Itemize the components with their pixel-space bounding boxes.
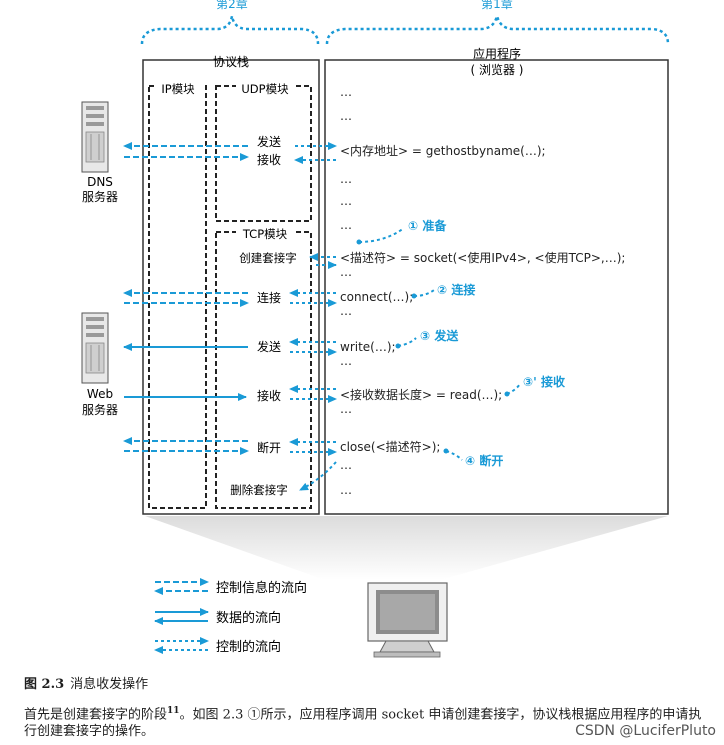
code-socket: <描述符> = socket(<使用IPv4>, <使用TCP>,…); — [340, 250, 625, 265]
chapter-1-label: 第1章 — [481, 0, 513, 11]
watermark: CSDN @LuciferPluto — [575, 723, 716, 739]
paragraph-before: 首先是创建套接字的阶段 — [24, 707, 168, 723]
code-ellipsis: … — [340, 218, 352, 232]
legend: 控制信息的流向 数据的流向 控制的流向 — [154, 578, 307, 655]
chapter-2-label: 第2章 — [216, 0, 248, 11]
ip-module-title: IP模块 — [161, 82, 195, 96]
udp-module-box — [215, 85, 312, 222]
application-title: 应用程序 — [473, 46, 521, 61]
legend-control-label: 控制的流向 — [216, 639, 281, 655]
code-ellipsis: … — [340, 172, 352, 186]
footnote-marker[interactable]: 11 — [167, 706, 180, 716]
label-delete-socket: 删除套接字 — [230, 483, 288, 497]
code-ellipsis: … — [340, 458, 352, 472]
figure-caption: 图 2.3 消息收发操作 — [24, 673, 148, 692]
step-2-label: ② 连接 — [437, 282, 475, 297]
arrow-app-to-delete — [299, 461, 337, 491]
tcp-module-box — [215, 231, 312, 509]
legend-control-info-label: 控制信息的流向 — [216, 580, 307, 596]
code-gethostbyname: <内存地址> = gethostbyname(…); — [340, 144, 546, 158]
protocol-stack-box — [142, 59, 320, 515]
code-ellipsis: … — [340, 194, 352, 208]
protocol-stack-title: 协议栈 — [213, 54, 249, 69]
code-connect: connect(…); — [340, 290, 413, 304]
code-ellipsis: … — [340, 304, 352, 318]
udp-module-title: UDP模块 — [241, 82, 289, 96]
step-4-label: ④ 断开 — [465, 453, 503, 468]
paragraph-after: 。如图 2.3 ①所示，应用程序调用 socket 申请创建套接字，协议栈根据应… — [24, 707, 702, 740]
step-3b-label: ③' 接收 — [523, 374, 565, 389]
chapter-2-brace — [140, 15, 320, 45]
code-close: close(<描述符>); — [340, 439, 440, 454]
body-paragraph: 首先是创建套接字的阶段11。如图 2.3 ①所示，应用程序调用 socket 申… — [24, 703, 714, 740]
label-recv: 接收 — [257, 388, 281, 403]
application-subtitle: ( 浏览器 ) — [471, 62, 524, 77]
code-ellipsis: … — [340, 483, 352, 497]
web-server-label: 服务器 — [82, 402, 118, 417]
step1-leader — [358, 227, 405, 243]
label-recv-udp: 接收 — [257, 152, 281, 167]
code-ellipsis: … — [340, 402, 352, 416]
label-create-socket: 创建套接字 — [239, 251, 297, 265]
monitor-icon — [367, 582, 448, 658]
label-disconnect: 断开 — [257, 440, 281, 455]
label-send: 发送 — [257, 339, 281, 354]
chapter-1-brace — [325, 15, 670, 45]
funnel-shadow — [145, 516, 668, 580]
code-read: <接收数据长度> = read(…); — [340, 387, 502, 402]
application-box — [324, 59, 669, 515]
code-ellipsis: … — [340, 109, 352, 123]
code-ellipsis: … — [340, 354, 352, 368]
tcp-module-title: TCP模块 — [242, 227, 288, 241]
dns-server-label: 服务器 — [82, 189, 118, 204]
code-write: write(…); — [340, 340, 396, 354]
legend-data-label: 数据的流向 — [216, 610, 281, 626]
label-send-udp: 发送 — [257, 134, 281, 149]
web-server-icon — [81, 312, 109, 384]
dns-server-label: DNS — [87, 175, 113, 189]
web-server-label: Web — [87, 387, 113, 401]
step-1-label: ① 准备 — [408, 218, 447, 233]
dns-server-icon — [81, 101, 109, 173]
code-ellipsis: … — [340, 265, 352, 279]
figure-title: 消息收发操作 — [70, 677, 149, 692]
code-ellipsis: … — [340, 85, 352, 99]
figure-number: 图 2.3 — [24, 677, 65, 692]
label-connect: 连接 — [257, 290, 281, 305]
step-3-label: ③ 发送 — [420, 328, 459, 343]
